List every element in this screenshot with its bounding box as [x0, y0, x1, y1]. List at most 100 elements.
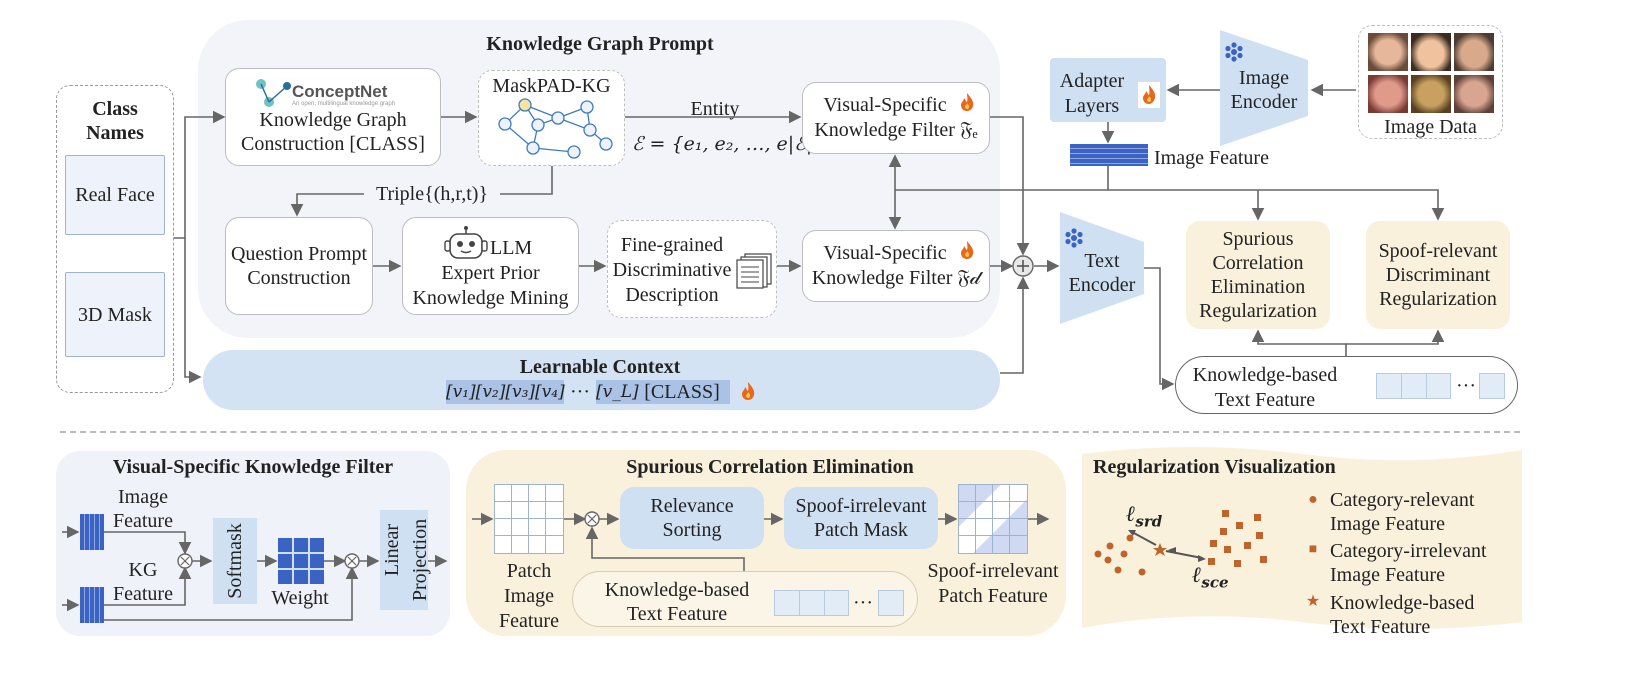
vskf-kg-feature-2: Feature — [113, 583, 173, 605]
reg-vis-title: Regularization Visualization — [1093, 456, 1336, 478]
patch-label-2: Image — [504, 585, 554, 607]
conceptnet-icon — [256, 79, 291, 107]
fine-grained-1: Fine-grained — [620, 234, 724, 256]
image-encoder-line2: Encoder — [1230, 91, 1298, 113]
image-encoder-line1: Image — [1239, 67, 1289, 89]
mask-image — [1454, 75, 1494, 113]
context-class-token: [CLASS] — [644, 381, 720, 403]
patch-label-3: Feature — [499, 610, 559, 632]
relevance-sorting-box: Relevance Sorting — [620, 487, 764, 549]
section-divider — [60, 431, 1520, 433]
legend-marker-circle: ● — [1308, 491, 1318, 508]
maskpad-kg-label: MaskPAD-KG — [492, 75, 611, 97]
vskf-image-feature-1: Image — [118, 486, 168, 508]
text-encoder-line1: Text — [1084, 250, 1120, 272]
learnable-context-title: Learnable Context — [519, 356, 681, 378]
conceptnet-logo: ConceptNet — [292, 82, 388, 101]
image-feature-bar — [1070, 144, 1148, 166]
question-prompt-box: Question Prompt Construction — [225, 217, 373, 315]
llm-line2: Expert Prior — [441, 262, 540, 284]
weight-grid — [278, 538, 324, 584]
llm-line3: Knowledge Mining — [412, 287, 569, 309]
reg-scatter — [1094, 510, 1267, 576]
vskf-d-box — [802, 230, 990, 302]
srd-regularization-box: Spoof-relevant Discriminant Regularizati… — [1366, 221, 1510, 329]
legend-label-1a: Category-relevant — [1330, 489, 1475, 511]
class-names-title-1: Class — [92, 98, 138, 120]
l-sce-label: ℓsce — [1192, 562, 1229, 592]
document-stack-icon — [736, 253, 772, 289]
fire-icon — [961, 93, 974, 111]
mask-image — [1368, 75, 1408, 113]
fine-grained-2: Discriminative — [612, 259, 732, 281]
entity-label: Entity — [690, 98, 740, 120]
legend-marker-square: ■ — [1308, 542, 1318, 557]
patch-grid — [494, 484, 564, 554]
adapter-line1: Adapter — [1059, 70, 1125, 92]
sce-detail-title: Spurious Correlation Elimination — [626, 456, 914, 478]
sce-text-last-token — [878, 590, 904, 616]
vskf-e-line2: Knowledge Filter 𝔉ₑ — [814, 119, 978, 141]
vskf-kg-feature-1: KG — [128, 559, 158, 581]
sce-kb-text-box — [572, 571, 918, 627]
reg-vis-panel — [1082, 447, 1522, 629]
linear-projection-block — [380, 510, 428, 610]
text-encoder-line2: Encoder — [1068, 274, 1136, 296]
vskf-e-box — [802, 82, 990, 154]
class-names-title-2: Names — [86, 122, 144, 144]
face-image — [1454, 33, 1494, 71]
legend-label-2b: Image Feature — [1330, 564, 1445, 586]
kg-prompt-title: Knowledge Graph Prompt — [486, 33, 714, 55]
kb-text-feature-line2: Text Feature — [1214, 389, 1316, 411]
text-feature-last-token — [1479, 373, 1505, 399]
real-face-doc: Real Face — [65, 155, 165, 235]
context-tokens — [446, 380, 564, 404]
fire-icon — [742, 382, 755, 400]
image-data-label: Image Data — [1384, 116, 1477, 138]
legend-label-1b: Image Feature — [1330, 513, 1445, 535]
text-feature-tokens — [1376, 373, 1451, 399]
vskf-image-feature-bar — [80, 514, 104, 550]
context-last-token — [596, 380, 730, 404]
sce-kb-text-1: Knowledge-based — [604, 579, 750, 601]
legend-label-3b: Text Feature — [1330, 616, 1431, 638]
vskf-d-line1: Visual-Specific — [823, 242, 947, 264]
masked-patch-grid — [958, 484, 1028, 554]
fine-grained-3: Description — [625, 284, 719, 306]
conceptnet-tagline: An open, multilingual knowledge graph — [292, 101, 396, 107]
patch-mask-box: Spoof-irrelevant Patch Mask — [784, 487, 938, 549]
face-grid — [1368, 33, 1494, 113]
patch-output-1: Spoof-irrelevant — [927, 560, 1059, 582]
vskf-detail-title: Visual-Specific Knowledge Filter — [112, 456, 394, 478]
vskf-e-line1: Visual-Specific — [823, 94, 947, 116]
legend-marker-star: ★ — [1305, 593, 1321, 610]
l-srd-label: ℓsrd — [1126, 501, 1163, 531]
image-encoder-trapezoid — [1220, 30, 1308, 146]
vskf-image-feature-2: Feature — [113, 510, 173, 532]
adapter-line2: Layers — [1064, 95, 1120, 117]
image-feature-label: Image Feature — [1154, 147, 1269, 169]
softmask-block — [213, 518, 257, 604]
entity-formula: ℰ = {e₁, e₂, …, e|ℰ|} — [632, 133, 825, 155]
kb-text-feature-box — [1175, 356, 1518, 414]
triple-label: Triple{(h,r,t)} — [375, 183, 489, 205]
legend-label-2a: Category-irrelevant — [1330, 540, 1487, 562]
llm-label: LLM — [490, 237, 533, 259]
context-ellipsis: ··· — [570, 381, 590, 403]
3d-mask-doc: 3D Mask — [65, 272, 165, 357]
snowflake-icon — [1225, 42, 1243, 62]
patch-label-1: Patch — [506, 560, 552, 582]
mask-image — [1411, 75, 1451, 113]
sce-kb-text-2: Text Feature — [626, 603, 728, 625]
context-last-token-text: [v_L] — [596, 382, 639, 402]
face-image — [1411, 33, 1451, 71]
llm-box — [402, 217, 579, 315]
kb-text-feature-line1: Knowledge-based — [1192, 364, 1338, 386]
fire-icon — [1138, 82, 1160, 108]
robot-icon — [444, 226, 488, 259]
text-feature-ellipsis: ··· — [1456, 375, 1476, 397]
fire-icon — [961, 241, 974, 259]
sce-regularization-box: Spurious Correlation Elimination Regular… — [1186, 221, 1330, 329]
kg-graph-icon — [498, 98, 613, 159]
